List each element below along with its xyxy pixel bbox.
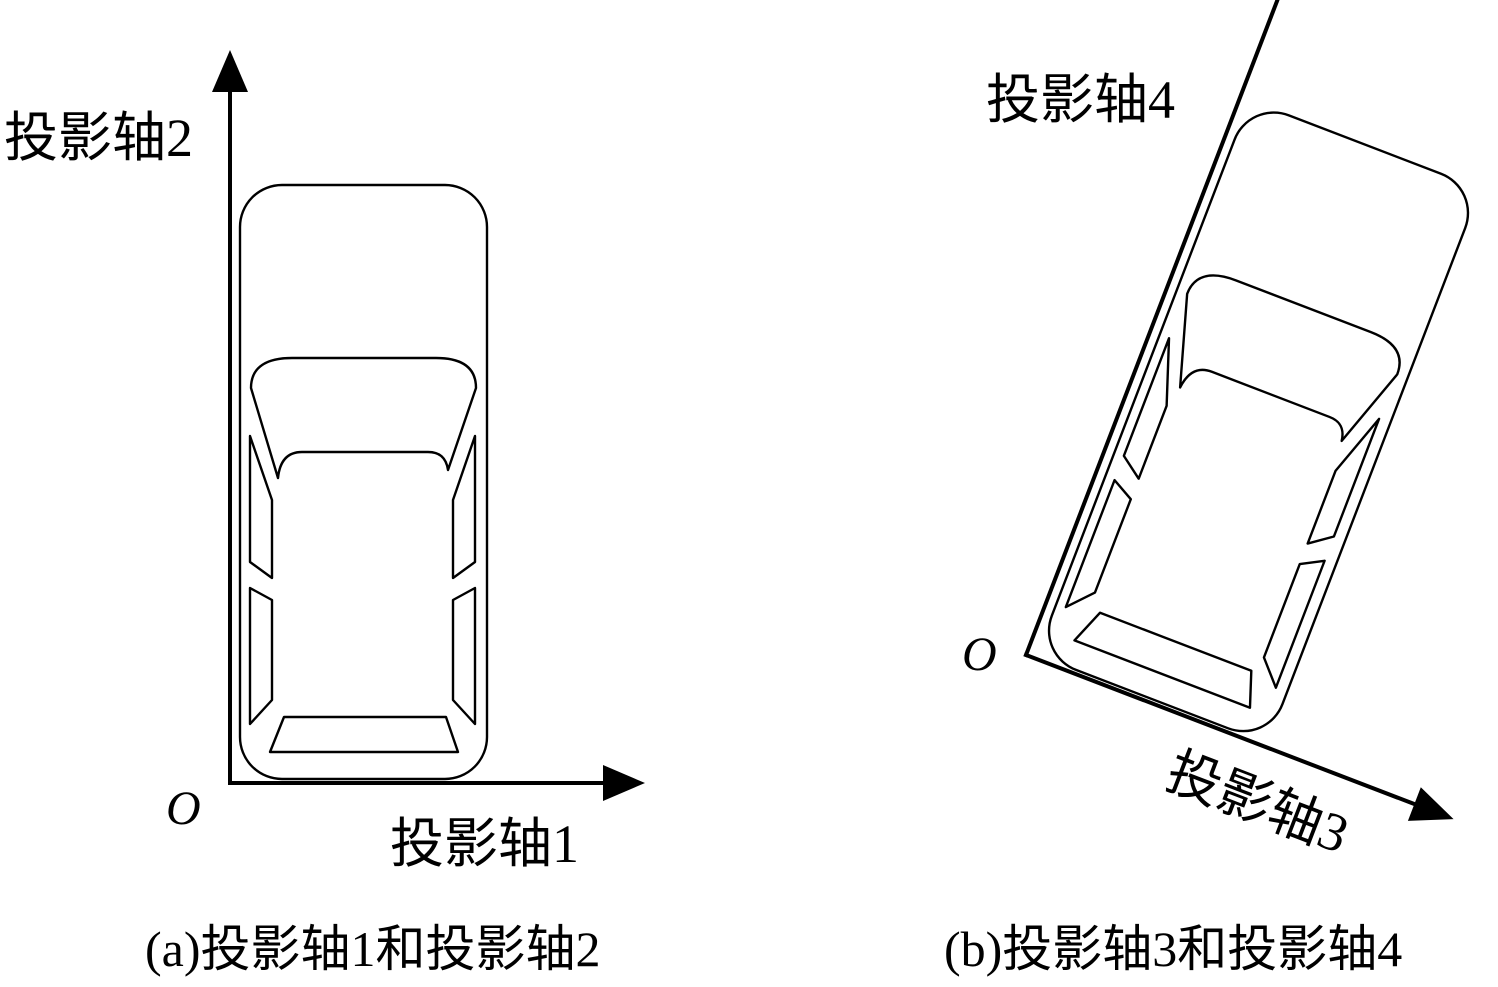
car-outline-b — [1035, 99, 1482, 745]
axis-3-label: 投影轴3 — [1159, 741, 1357, 865]
axis-2-arrowhead — [212, 50, 248, 92]
panel-a: 投影轴2 投影轴1 O (a)投影轴1和投影轴2 — [4, 50, 645, 977]
axis-4-line — [1023, 0, 1285, 658]
panel-b-rotated-frame — [1023, 0, 1482, 821]
axis-3-line — [1023, 652, 1417, 807]
axis-1-arrowhead — [603, 765, 645, 801]
origin-label-b: O — [962, 628, 997, 681]
origin-label-a: O — [166, 782, 201, 835]
axis-4-label: 投影轴4 — [986, 70, 1175, 130]
caption-a: (a)投影轴1和投影轴2 — [145, 921, 601, 977]
axis-1-label: 投影轴1 — [390, 814, 579, 874]
caption-b: (b)投影轴3和投影轴4 — [944, 921, 1402, 977]
panel-b: 投影轴4 投影轴3 O (b)投影轴3和投影轴4 — [944, 0, 1482, 977]
axis-2-label: 投影轴2 — [4, 108, 193, 168]
car-outline-a — [238, 183, 489, 781]
axis-3-arrowhead — [1407, 787, 1454, 821]
